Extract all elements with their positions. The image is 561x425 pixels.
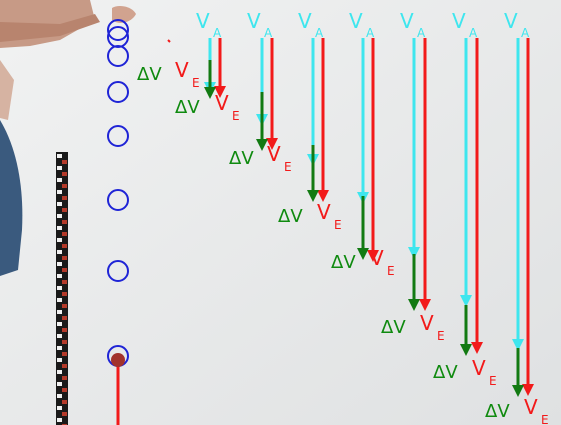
- vector-arrows: [204, 38, 534, 397]
- stick-mark: [57, 178, 62, 182]
- stick-mark: [62, 412, 67, 416]
- va-label: V: [504, 9, 518, 33]
- va-label: V: [400, 9, 414, 33]
- va-subscript: A: [417, 26, 426, 40]
- position-circle: [107, 45, 129, 67]
- stick-mark: [62, 388, 67, 392]
- stick-mark: [57, 310, 62, 314]
- stick-mark: [62, 172, 67, 176]
- delta-v-label: ΔV: [278, 206, 303, 227]
- stick-mark: [62, 184, 67, 188]
- va-subscript: A: [315, 26, 324, 40]
- stick-mark: [62, 232, 67, 236]
- ve-subscript: E: [437, 329, 445, 343]
- stick-mark: [57, 250, 62, 254]
- stick-mark: [57, 394, 62, 398]
- stick-mark: [57, 298, 62, 302]
- stick-mark: [57, 346, 62, 350]
- delta-v-label: ΔV: [433, 362, 458, 383]
- stick-mark: [62, 292, 67, 296]
- delta-v-label: ΔV: [175, 97, 200, 118]
- stick-mark: [62, 220, 67, 224]
- ve-label: V: [317, 200, 331, 224]
- stick-mark: [57, 322, 62, 326]
- ve-subscript: E: [541, 413, 549, 425]
- stick-mark: [62, 256, 67, 260]
- delta-v-label: ΔV: [229, 148, 254, 169]
- stick-mark: [62, 316, 67, 320]
- position-circle: [107, 260, 129, 282]
- va-label: V: [349, 9, 363, 33]
- delta-v-label: ΔV: [485, 401, 510, 422]
- stick-mark: [57, 226, 62, 230]
- va-label: V: [196, 9, 210, 33]
- ve-subscript: E: [489, 374, 497, 388]
- position-circle: [107, 125, 129, 147]
- ball: [111, 353, 125, 367]
- delta-v-label: ΔV: [331, 252, 356, 273]
- stick-mark: [62, 268, 67, 272]
- stick-mark: [62, 280, 67, 284]
- va-subscript: A: [213, 26, 222, 40]
- ve-label: V: [524, 395, 538, 419]
- measuring-stick: [56, 152, 68, 425]
- stick-mark: [62, 352, 67, 356]
- ve-label: V: [175, 58, 189, 82]
- stick-mark: [57, 154, 62, 158]
- stick-mark: [57, 334, 62, 338]
- position-circle: [107, 19, 129, 41]
- stick-mark: [57, 358, 62, 362]
- ve-subscript: E: [387, 264, 395, 278]
- va-subscript: A: [521, 26, 530, 40]
- stick-mark: [62, 400, 67, 404]
- ve-label: V: [215, 91, 229, 115]
- stick-mark: [62, 328, 67, 332]
- position-circle: [107, 81, 129, 103]
- ve-label: V: [267, 142, 281, 166]
- stick-mark: [57, 382, 62, 386]
- stick-mark: [57, 406, 62, 410]
- ve-subscript: E: [284, 160, 292, 174]
- stick-mark: [57, 190, 62, 194]
- stick-mark: [62, 196, 67, 200]
- stick-mark: [62, 364, 67, 368]
- person-silhouette: [0, 0, 100, 276]
- stick-mark: [62, 160, 67, 164]
- ve-subscript: E: [192, 76, 200, 90]
- ve-subscript: E: [334, 218, 342, 232]
- stick-mark: [57, 286, 62, 290]
- ve-label: V: [420, 311, 434, 335]
- stick-mark: [62, 304, 67, 308]
- stick-mark: [62, 340, 67, 344]
- stick-mark: [62, 376, 67, 380]
- ve-subscript: E: [232, 109, 240, 123]
- va-label: V: [298, 9, 312, 33]
- stick-mark: [57, 214, 62, 218]
- ball-position-circles: [107, 19, 129, 367]
- va-label: V: [452, 9, 466, 33]
- ve-label: V: [472, 356, 486, 380]
- delta-v-label: ΔV: [381, 317, 406, 338]
- ve-label: V: [370, 246, 384, 270]
- stick-mark: [57, 202, 62, 206]
- va-subscript: A: [469, 26, 478, 40]
- delta-v-label: ΔV: [137, 64, 162, 85]
- stick-mark: [57, 418, 62, 422]
- stick-mark: [57, 166, 62, 170]
- red-tick-mark: [167, 39, 171, 43]
- stick-mark: [62, 208, 67, 212]
- va-label: V: [247, 9, 261, 33]
- va-subscript: A: [366, 26, 375, 40]
- stick-mark: [57, 370, 62, 374]
- stick-mark: [62, 244, 67, 248]
- position-circle: [107, 189, 129, 211]
- hand-top: [112, 6, 136, 23]
- stick-mark: [57, 274, 62, 278]
- va-subscript: A: [264, 26, 273, 40]
- stick-mark: [57, 262, 62, 266]
- stick-mark: [57, 238, 62, 242]
